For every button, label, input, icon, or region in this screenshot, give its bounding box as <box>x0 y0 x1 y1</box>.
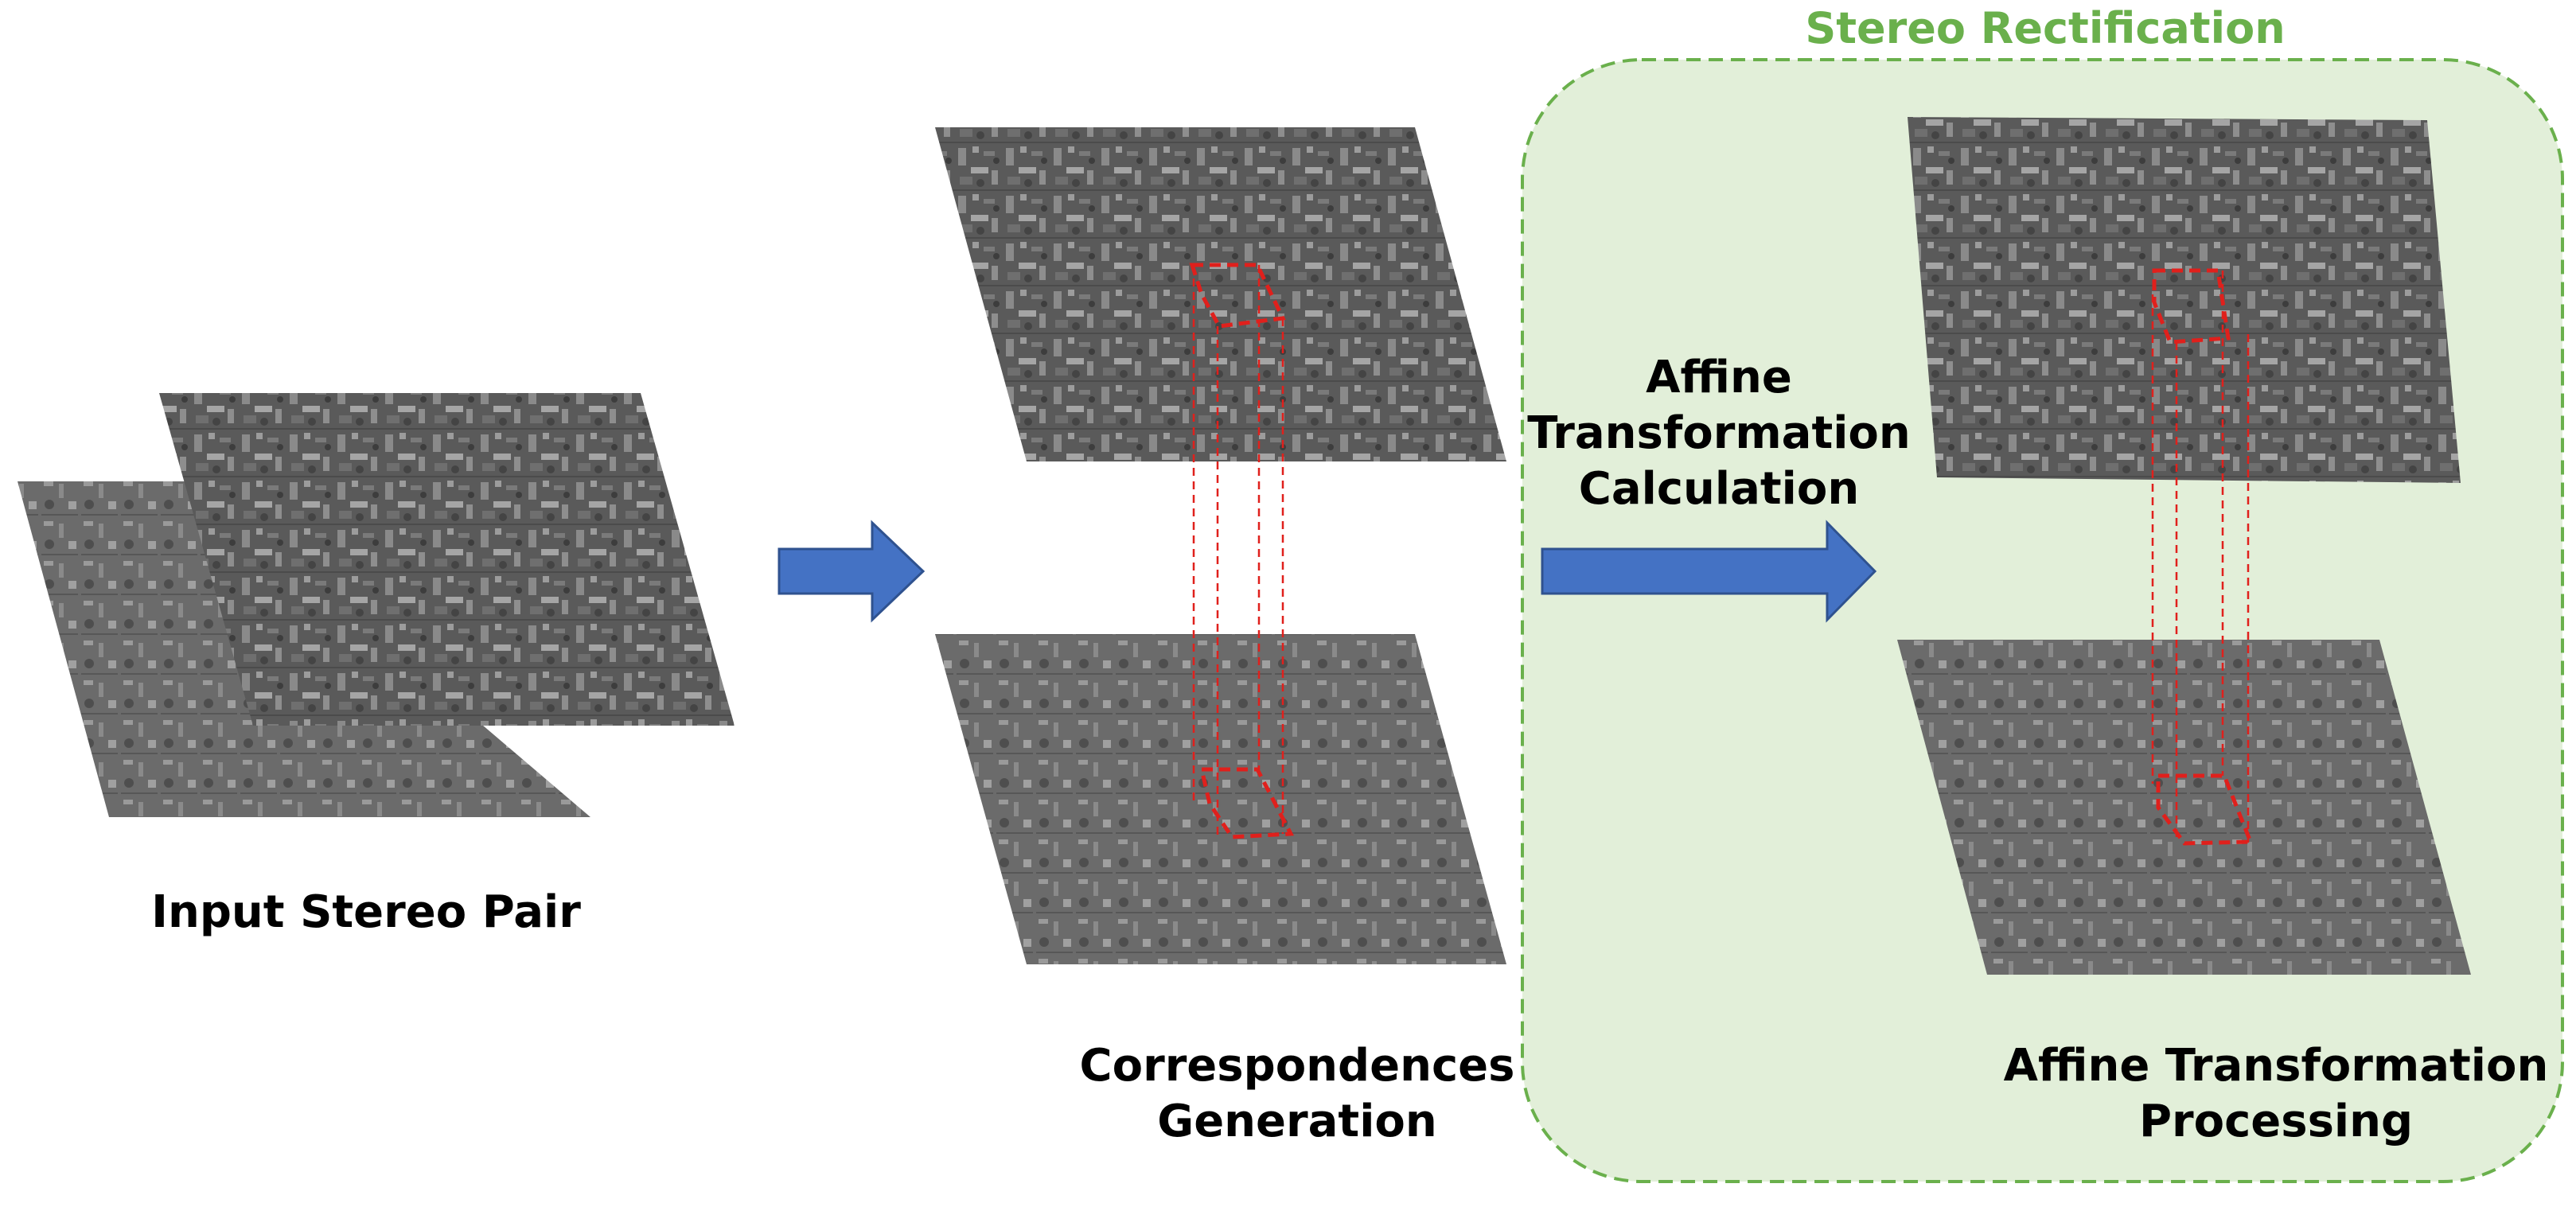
input-stereo-pair-label: Input Stereo Pair <box>151 886 581 938</box>
rectified-match-lines <box>2151 271 2250 843</box>
match-region-bottom <box>1198 767 1295 839</box>
affine-calc-label: Affine Transformation Calculation <box>1516 350 1922 517</box>
rectified-match-bottom <box>2156 773 2254 846</box>
affine-proc-label: Affine Transformation Processing <box>1974 1038 2576 1150</box>
arrow-right-large-icon <box>1541 520 1877 623</box>
affine-proc-line-1: Affine Transformation <box>2003 1040 2549 1092</box>
affine-calc-line-3: Calculation <box>1578 463 1860 515</box>
affine-calc-line-1: Affine <box>1646 352 1792 403</box>
affine-calc-line-2: Transformation <box>1527 407 1911 459</box>
input-image-front <box>159 393 735 726</box>
affine-proc-line-2: Processing <box>2138 1096 2414 1147</box>
correspondence-image-bottom <box>935 634 1506 964</box>
correspondences-line-1: Correspondences <box>1079 1040 1515 1092</box>
match-region-top <box>1189 263 1286 329</box>
arrow-right-icon <box>777 520 926 623</box>
stereo-rectification-title: Stereo Rectification <box>1805 3 2286 53</box>
rectified-image-bottom <box>1897 640 2471 975</box>
correspondence-image-top <box>935 127 1506 461</box>
match-lines <box>1192 265 1284 835</box>
rectified-match-top <box>2152 268 2231 345</box>
rectified-image-top <box>1908 117 2461 483</box>
correspondences-line-2: Generation <box>1157 1096 1437 1147</box>
correspondences-label: Correspondences Generation <box>1066 1038 1528 1150</box>
